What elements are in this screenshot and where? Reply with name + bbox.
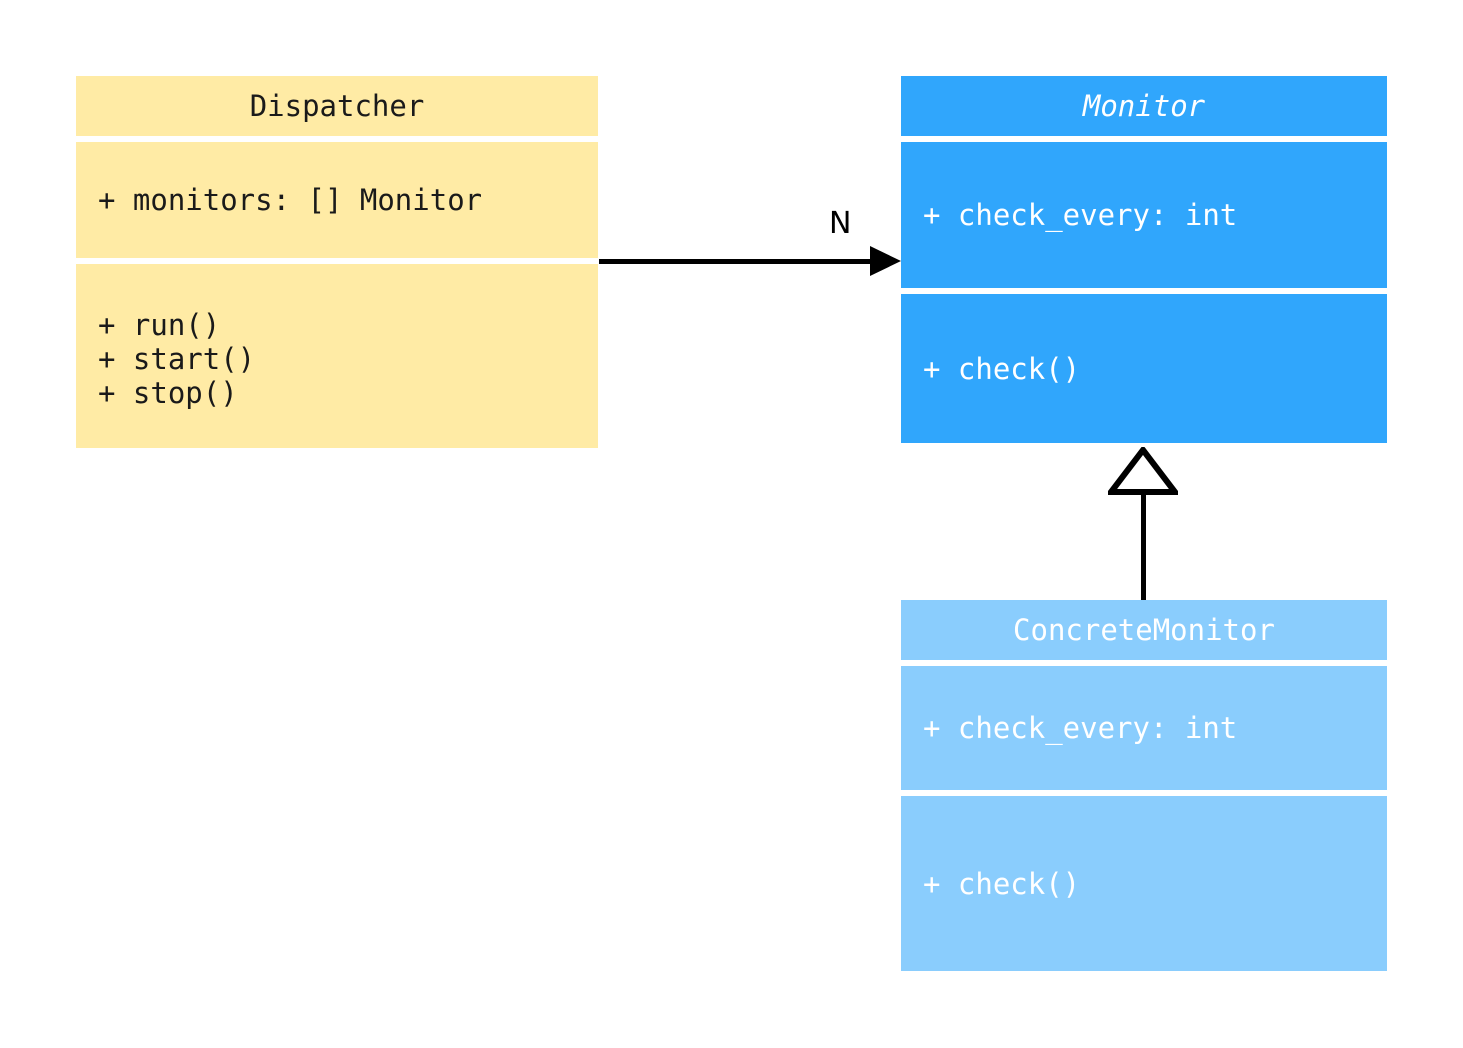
class-title-dispatcher: Dispatcher — [249, 89, 425, 123]
generalization-hollow-triangle-icon — [1108, 447, 1178, 495]
compartment-divider — [901, 790, 1387, 796]
class-attributes-dispatcher: + monitors: [] Monitor — [76, 142, 598, 258]
method-row: + check() — [923, 351, 1081, 386]
class-box-dispatcher[interactable]: Dispatcher + monitors: [] Monitor + run(… — [76, 76, 598, 448]
class-header-concrete-monitor: ConcreteMonitor — [901, 600, 1387, 660]
compartment-divider — [901, 136, 1387, 142]
compartment-divider — [901, 660, 1387, 666]
compartment-divider — [76, 258, 598, 264]
class-methods-monitor: + check() — [901, 294, 1387, 443]
association-connector-line — [599, 259, 879, 264]
method-row: + check() — [923, 866, 1081, 901]
association-arrowhead-icon — [870, 246, 901, 276]
attribute-row: + check_every: int — [923, 198, 1238, 232]
class-title-concrete-monitor: ConcreteMonitor — [1013, 613, 1275, 647]
class-methods-concrete-monitor: + check() — [901, 796, 1387, 971]
class-methods-dispatcher: + run() + start() + stop() — [76, 264, 598, 448]
class-attributes-concrete-monitor: + check_every: int — [901, 666, 1387, 790]
class-box-concrete-monitor[interactable]: ConcreteMonitor + check_every: int + che… — [901, 600, 1387, 971]
class-title-monitor: Monitor — [1082, 89, 1206, 123]
class-header-monitor: Monitor — [901, 76, 1387, 136]
compartment-divider — [76, 136, 598, 142]
generalization-connector-line — [1141, 490, 1146, 600]
class-header-dispatcher: Dispatcher — [76, 76, 598, 136]
compartment-divider — [901, 288, 1387, 294]
class-attributes-monitor: + check_every: int — [901, 142, 1387, 288]
association-multiplicity-label: N — [829, 206, 852, 241]
attribute-row: + check_every: int — [923, 711, 1238, 745]
method-row: + stop() — [98, 376, 238, 410]
method-row: + run() — [98, 308, 221, 342]
attribute-row: + monitors: [] Monitor — [98, 183, 483, 217]
method-row: + start() — [98, 342, 256, 376]
class-box-monitor[interactable]: Monitor + check_every: int + check() — [901, 76, 1387, 443]
